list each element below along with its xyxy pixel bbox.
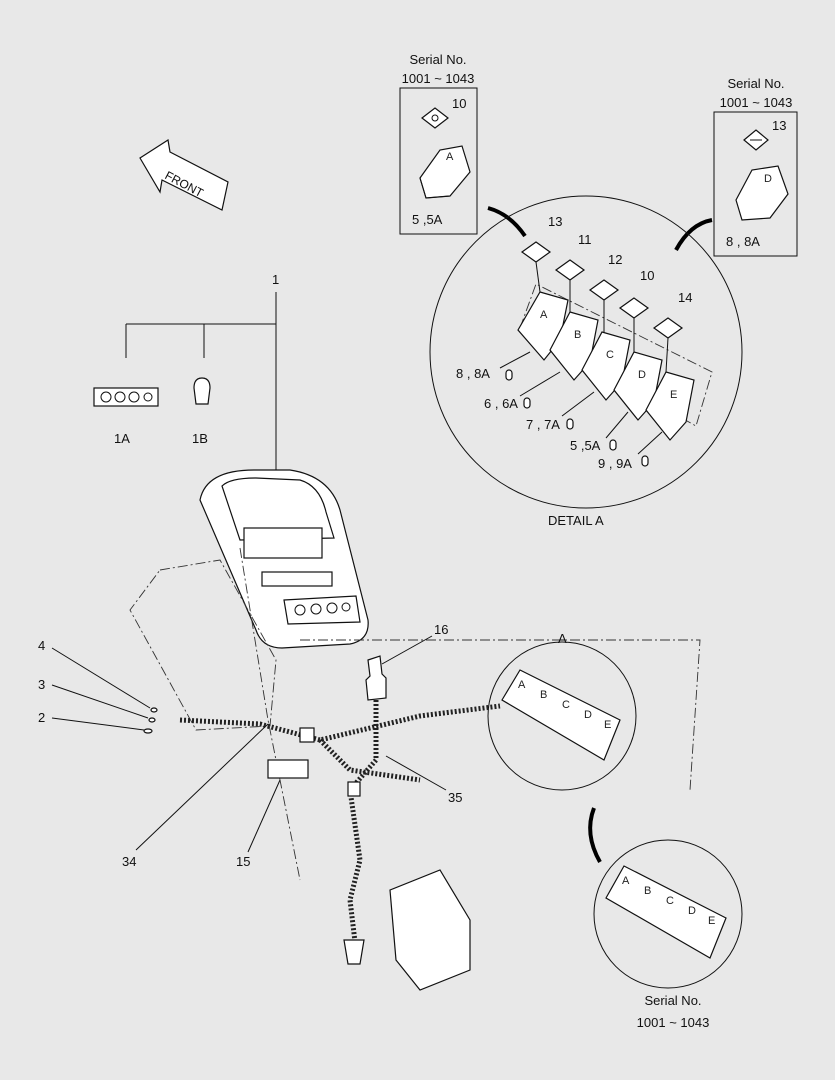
part-number: 15 [236,854,250,869]
serial-title: Serial No. [727,76,784,91]
ground-terminal [343,939,365,965]
part-number: 4 [38,638,45,653]
detail-a-inset: A A B C D E [487,631,637,791]
switch-key-label: C [666,895,674,907]
switch-key-label: D [638,369,646,381]
part-number: 35 [448,790,462,805]
bulb-icon [641,455,649,467]
switch-key-label: B [644,885,651,897]
part-number: 34 [122,854,136,869]
fan-icon [588,279,620,301]
wiper-icon [743,129,769,151]
switch-key-label: D [764,173,772,185]
switch-key-label: A [540,309,548,321]
screw-icon [143,728,153,734]
switch-key-label: D [584,709,592,721]
serial-title: Serial No. [644,993,701,1008]
bulb-icon [505,369,513,381]
part-number: 2 [38,710,45,725]
part-number: 6 , 6A [484,396,518,411]
part-1-callout: 1 1A 1B [93,272,279,484]
part-number: 1 [272,272,279,287]
serial-inset-top-left: Serial No. 1001 ~ 1043 10 A 5 ,5A [399,52,478,235]
switch-key-label: E [604,719,611,731]
wire-harness-34 [179,703,501,743]
part-number: 5 ,5A [570,438,601,453]
switch-key-label: E [708,915,715,927]
switch-key-label: B [574,329,581,341]
relay-block [267,759,309,779]
pressure-switch [365,655,387,701]
side-console [129,469,701,881]
detail-caption: DETAIL A [548,513,604,528]
part-number: 9 , 9A [598,456,632,471]
part-number: 7 , 7A [526,417,560,432]
serial-inset-top-right: Serial No. 1001 ~ 1043 13 D 8 , 8A [713,76,798,257]
horn-icon [652,317,684,339]
air-duct [389,869,471,991]
part-number: 12 [608,252,622,267]
washer-icon [150,707,158,713]
wire-harness-35 [347,700,379,951]
part-number: 8 , 8A [456,366,490,381]
detail-a-circle: 13 11 12 10 14 A B C D E 8 , 8A 6 , 6A [429,195,743,509]
sun-icon [618,297,650,319]
switch-key-label: D [688,905,696,917]
part-number: 10 [452,96,466,111]
switch-key-label: A [446,151,454,163]
switch-key-label: A [518,679,526,691]
part-number: 8 , 8A [726,234,760,249]
part-number: 1B [192,431,208,446]
bulb-icon [566,418,574,430]
serial-range: 1001 ~ 1043 [637,1015,710,1030]
part-number: 16 [434,622,448,637]
beacon-icon [554,259,586,281]
part-number: 11 [578,232,592,247]
switch-bank: A B C D E [517,291,695,441]
part-number: 3 [38,677,45,692]
switch-key-label: E [670,389,677,401]
serial-title: Serial No. [409,52,466,67]
serial-range: 1001 ~ 1043 [402,71,475,86]
bulb-icon [193,377,211,405]
part-number: 5 ,5A [412,212,443,227]
part-number: 13 [772,118,786,133]
part-number: 1A [114,431,130,446]
bulb-icon [523,397,531,409]
serial-inset-bottom: A B C D E Serial No. 1001 ~ 1043 [593,839,743,1030]
detail-ref-label: A [558,631,567,646]
part-number: 10 [640,268,654,283]
switch-key-label: B [540,689,547,701]
bulb-icon [609,439,617,451]
part-number: 13 [548,214,562,229]
switch-key-label: C [606,349,614,361]
switch-key-label: A [622,875,630,887]
part-number: 14 [678,290,692,305]
switch-key-label: C [562,699,570,711]
washer-icon [148,717,156,723]
wiper-icon [520,241,552,263]
serial-range: 1001 ~ 1043 [720,95,793,110]
indicator-panel-icon [93,387,159,407]
sun-icon [421,107,449,129]
